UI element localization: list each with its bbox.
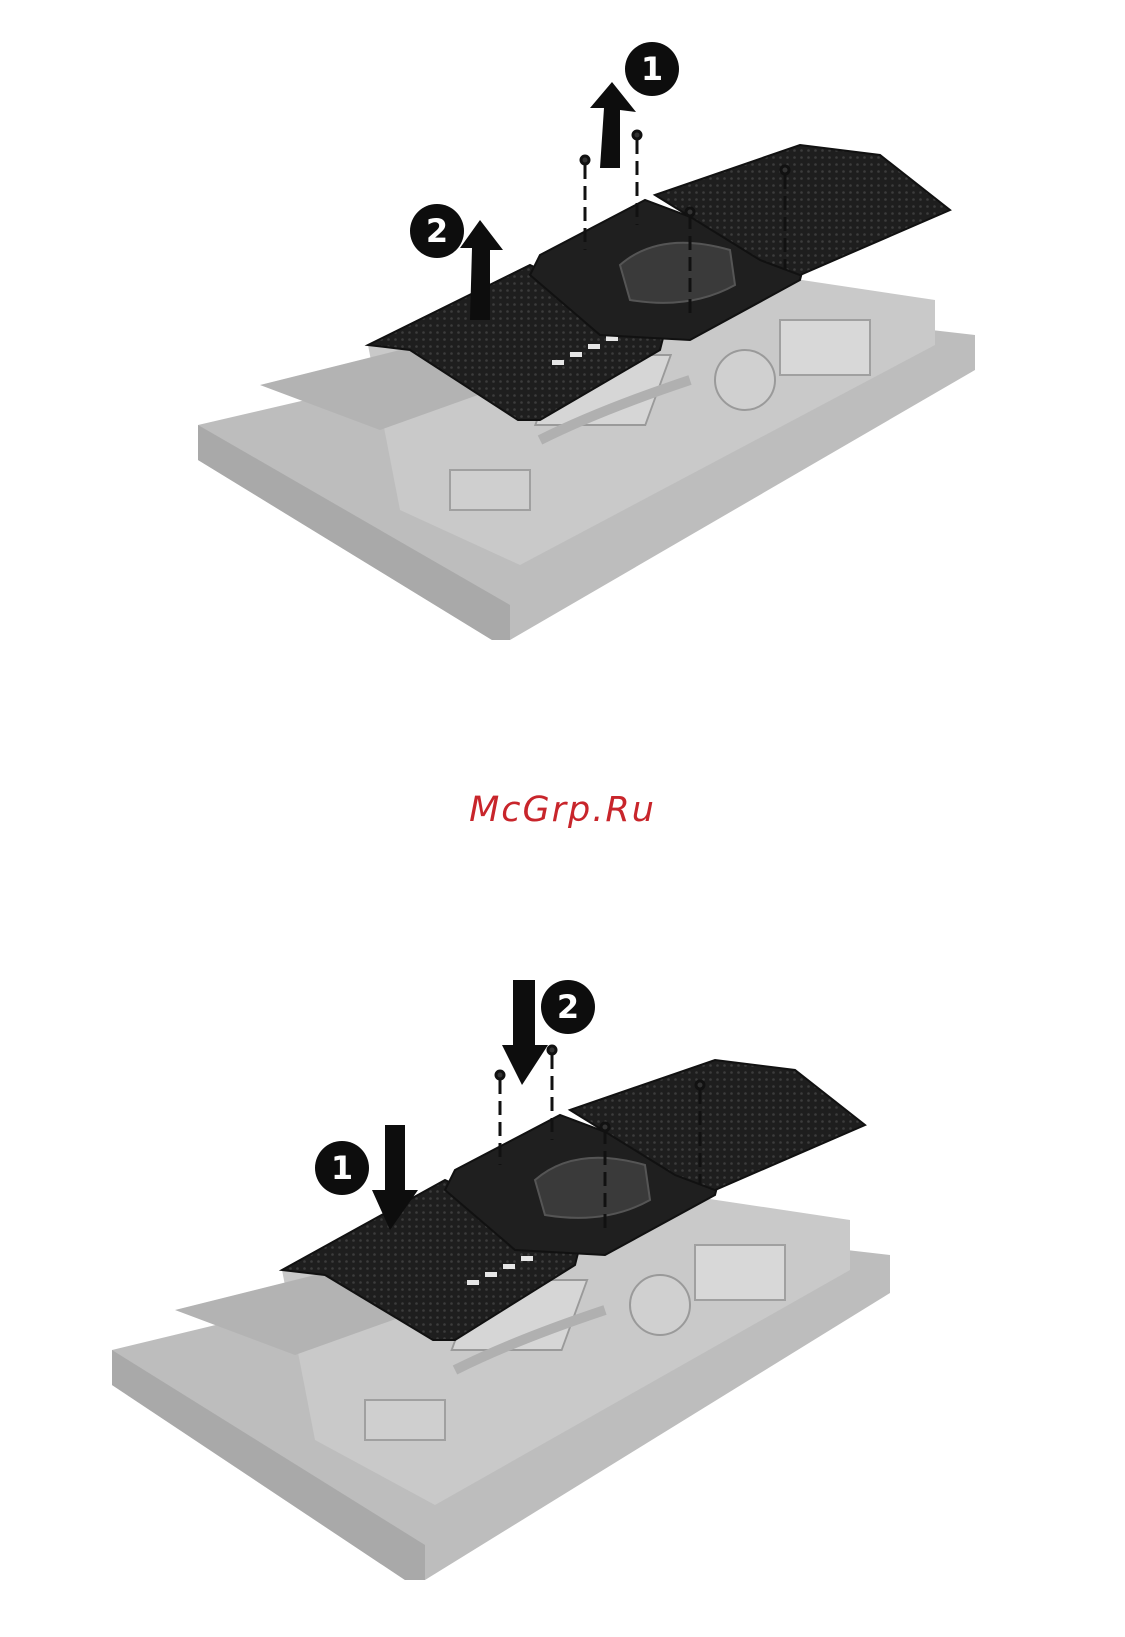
figure-installation: 2 1 (0, 915, 1125, 1637)
callout-2: 2 (410, 204, 464, 258)
callout-2-label: 2 (426, 212, 448, 250)
callout-2-label: 2 (557, 988, 579, 1026)
figure-removal: 1 2 (0, 0, 1125, 660)
callout-1-label: 1 (331, 1149, 353, 1187)
callout-1: 1 (315, 1141, 369, 1195)
callout-2: 2 (541, 980, 595, 1034)
installation-illustration: 2 1 (0, 915, 1125, 1637)
callout-1-label: 1 (641, 50, 663, 88)
watermark: McGrp.Ru (0, 790, 1125, 830)
arrow-up-icon (590, 82, 636, 168)
callout-1: 1 (625, 42, 679, 96)
arrow-down-icon (502, 980, 548, 1085)
removal-illustration: 1 2 (0, 0, 1125, 660)
